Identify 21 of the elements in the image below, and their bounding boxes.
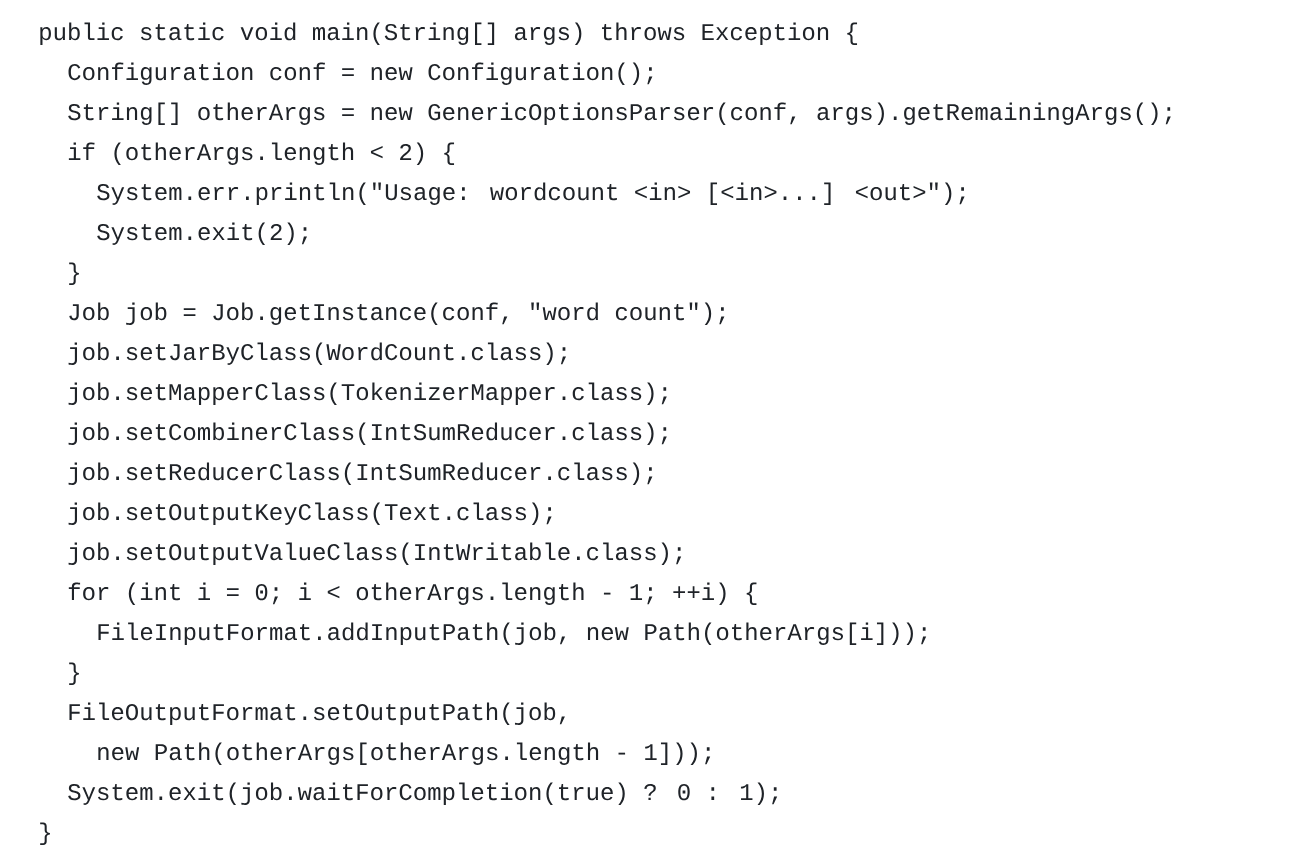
code-line: job.setJarByClass(WordCount.class); (68, 342, 566, 365)
code-line: job.setOutputKeyClass(Text.class); (68, 502, 552, 525)
code-line: System.exit(2); (97, 222, 307, 245)
code-line: new Path(otherArgs[otherArgs.length - 1])); (98, 742, 711, 765)
code-line: if (otherArgs.length < 2) { (68, 142, 455, 165)
code-line: System.exit(job.waitForCompletion(true) ? 0 : 1); (68, 782, 778, 805)
code-line: } (69, 662, 79, 685)
code-line: Configuration conf = new Configuration(); (68, 62, 653, 85)
code-line: job.setCombinerClass(IntSumReducer.class); (68, 422, 667, 445)
code-line: job.setMapperClass(TokenizerMapper.class); (68, 382, 667, 405)
code-line: String[] otherArgs = new GenericOptionsParser(conf, args).getRemainingArgs(); (68, 102, 1171, 125)
code-line: Job job = Job.getInstance(conf, "word count"); (69, 302, 725, 325)
code-line: for (int i = 0; i < otherArgs.length - 1; ++i) { (68, 582, 757, 605)
code-line: FileOutputFormat.setOutputPath(job, (69, 702, 565, 725)
code-line: } (69, 262, 79, 285)
code-line: job.setOutputValueClass(IntWritable.class); (68, 542, 682, 565)
code-line: System.err.println("Usage: wordcount <in> [<in>...] <out>"); (97, 182, 965, 205)
code-line: FileInputFormat.addInputPath(job, new Path(otherArgs[i])); (98, 622, 927, 645)
code-line: } (40, 822, 50, 845)
code-line: public static void main(String[] args) throws Exception { (40, 22, 858, 45)
code-line: job.setReducerClass(IntSumReducer.class); (68, 462, 653, 485)
